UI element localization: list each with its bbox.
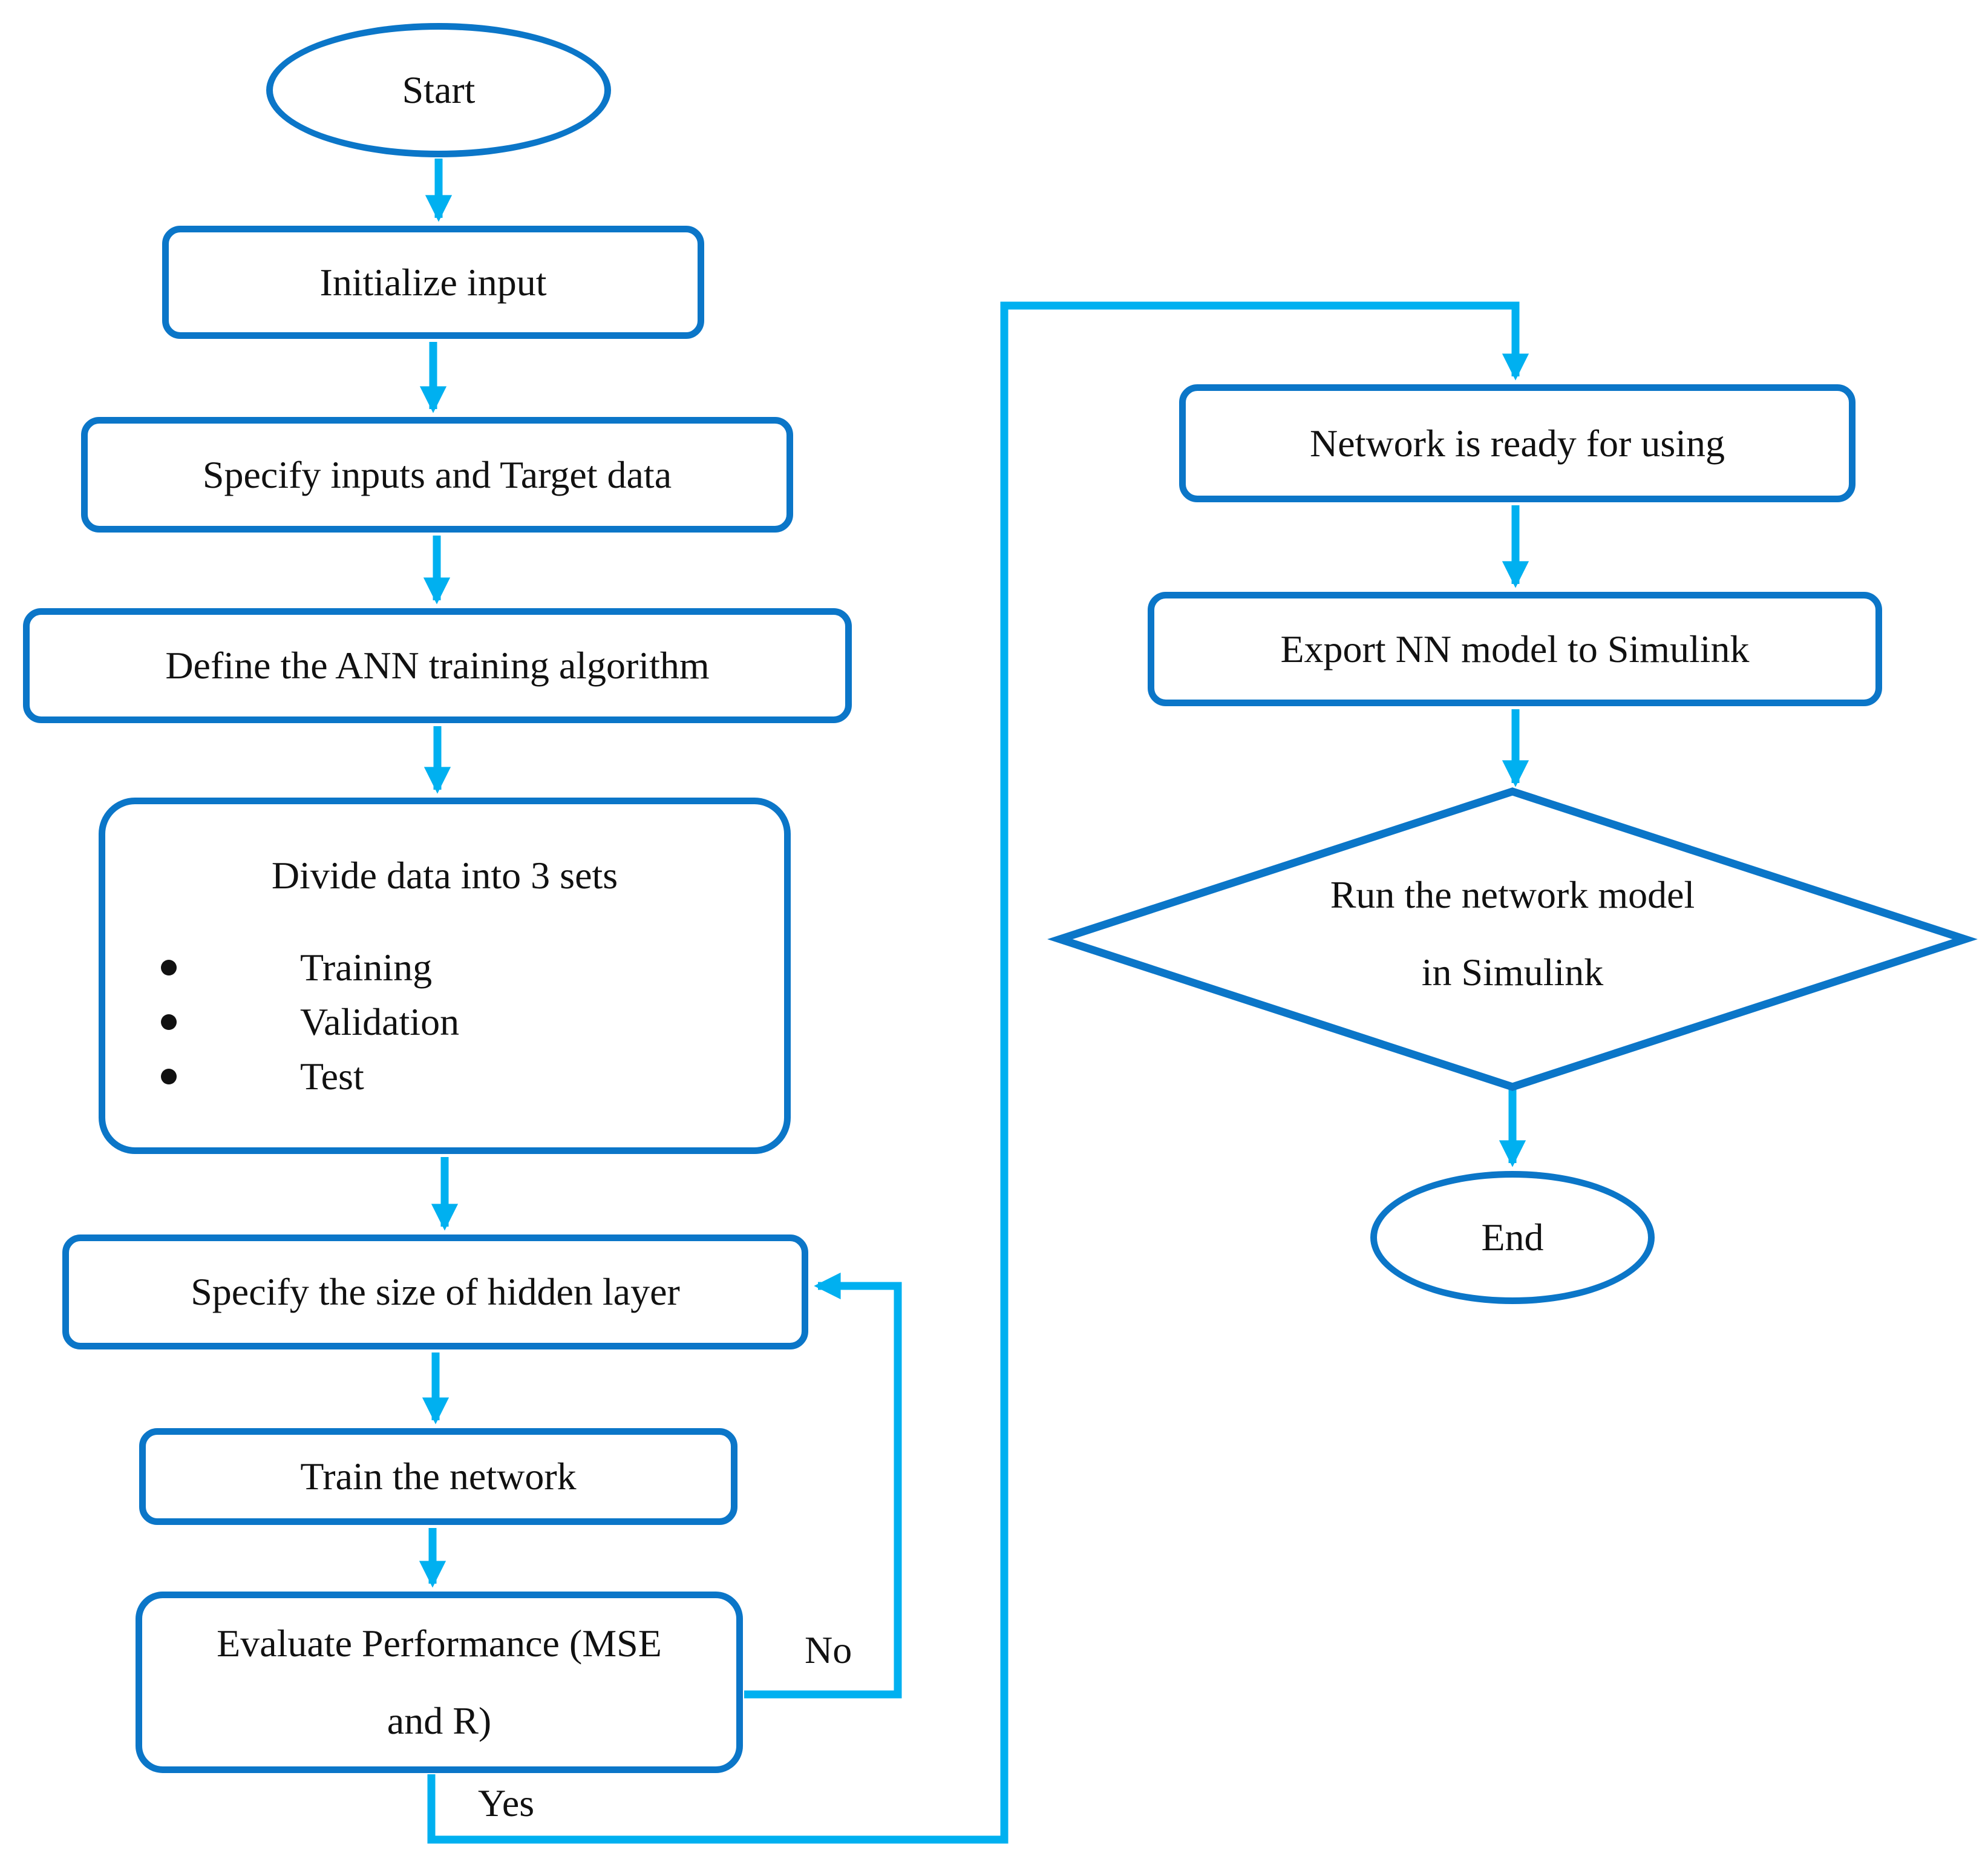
node-divide-data-title: Divide data into 3 sets — [271, 854, 618, 897]
node-define-algorithm: Define the ANN training algorithm — [23, 608, 852, 723]
edge-label-no: No — [805, 1628, 852, 1671]
list-item: Test — [161, 1055, 459, 1098]
node-specify-inputs: Specify inputs and Target data — [81, 417, 793, 533]
node-divide-data: Divide data into 3 sets Training Validat… — [99, 798, 791, 1154]
list-item: Training — [161, 946, 459, 989]
bullet-icon — [161, 960, 177, 975]
bullet-label: Validation — [300, 1000, 460, 1043]
node-run-simulink-label: Run the network model in Simulink — [1330, 873, 1695, 994]
edge-no-loop — [744, 1272, 902, 1699]
bullet-label: Test — [300, 1055, 364, 1098]
list-item: Validation — [161, 1000, 459, 1043]
edge-label-yes: Yes — [478, 1782, 535, 1825]
divide-data-bullet-list: Training Validation Test — [161, 946, 459, 1112]
node-evaluate-performance-label: Evaluate Performance (MSE and R) — [217, 1622, 662, 1742]
node-end: End — [1370, 1171, 1655, 1304]
node-initialize-input: Initialize input — [162, 226, 704, 339]
node-end-label: End — [1481, 1216, 1544, 1259]
node-network-ready: Network is ready for using — [1179, 384, 1856, 502]
bullet-label: Training — [300, 946, 433, 989]
node-hidden-layer: Specify the size of hidden layer — [62, 1234, 808, 1349]
bullet-icon — [161, 1014, 177, 1030]
node-start: Start — [266, 23, 611, 157]
node-hidden-layer-label: Specify the size of hidden layer — [191, 1270, 680, 1313]
node-run-simulink-diamond — [1047, 787, 1978, 1091]
node-initialize-input-label: Initialize input — [319, 260, 547, 304]
edge-yes-to-networkready — [427, 301, 1529, 1844]
node-start-label: Start — [402, 68, 476, 111]
node-define-algorithm-label: Define the ANN training algorithm — [165, 644, 710, 687]
node-export-nn-label: Export NN model to Simulink — [1280, 627, 1750, 670]
node-export-nn: Export NN model to Simulink — [1148, 592, 1882, 706]
node-train-network: Train the network — [139, 1428, 737, 1525]
node-train-network-label: Train the network — [300, 1455, 577, 1498]
node-specify-inputs-label: Specify inputs and Target data — [202, 453, 672, 496]
node-evaluate-performance: Evaluate Performance (MSE and R) — [136, 1592, 743, 1773]
node-network-ready-label: Network is ready for using — [1309, 421, 1725, 465]
bullet-icon — [161, 1069, 177, 1084]
